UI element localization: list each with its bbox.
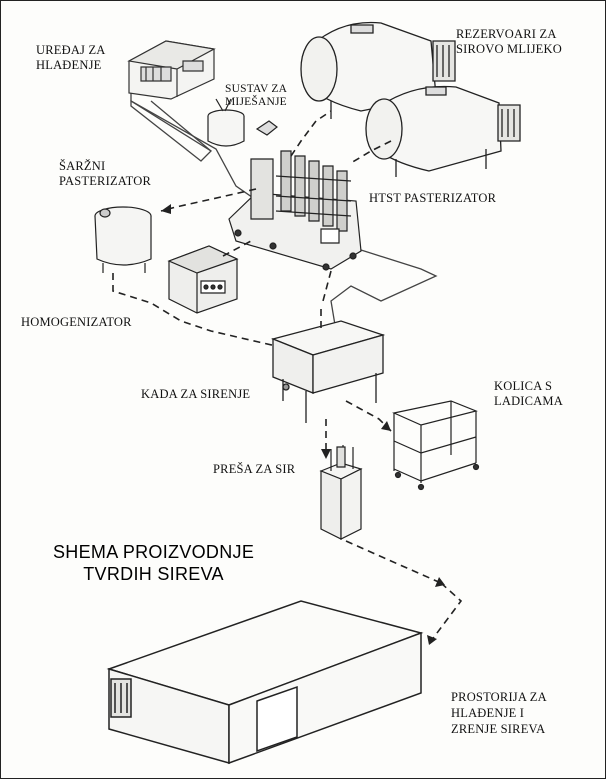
label-line: ZRENJE SIREVA: [451, 721, 547, 737]
title-line: SHEMA PROIZVODNJE: [53, 541, 254, 563]
title-line: TVRDIH SIREVA: [53, 563, 254, 585]
label-line: REZERVOARI ZA: [456, 27, 562, 42]
ripening-room: [109, 601, 421, 763]
batch-pasteurizer: [95, 207, 151, 273]
label-mixing-system: SUSTAV ZA MIJEŠANJE: [225, 83, 287, 109]
label-line: UREĐAJ ZA: [36, 43, 106, 58]
label-cooling-device: UREĐAJ ZA HLAĐENJE: [36, 43, 106, 73]
label-line: SUSTAV ZA: [225, 83, 287, 96]
label-htst-pasteurizer: HTST PASTERIZATOR: [369, 191, 496, 206]
raw-milk-tank-2: [366, 86, 520, 177]
label-line: HTST PASTERIZATOR: [369, 191, 496, 206]
label-cheese-vat: KADA ZA SIRENJE: [141, 387, 250, 402]
label-line: KOLICA S: [494, 379, 563, 394]
label-line: MIJEŠANJE: [225, 96, 287, 109]
label-line: PROSTORIJA ZA: [451, 689, 547, 705]
diagram-title: SHEMA PROIZVODNJE TVRDIH SIREVA: [53, 541, 254, 585]
label-line: HOMOGENIZATOR: [21, 315, 132, 330]
label-batch-pasteurizer: ŠARŽNI PASTERIZATOR: [59, 159, 151, 189]
label-line: HLAĐENJE I: [451, 705, 547, 721]
label-homogenizer: HOMOGENIZATOR: [21, 315, 132, 330]
label-line: SIROVO MLIJEKO: [456, 42, 562, 57]
label-raw-milk-tanks: REZERVOARI ZA SIROVO MLIJEKO: [456, 27, 562, 57]
label-line: KADA ZA SIRENJE: [141, 387, 250, 402]
label-drawer-cart: KOLICA S LADICAMA: [494, 379, 563, 409]
label-line: PASTERIZATOR: [59, 174, 151, 189]
drawer-cart: [394, 401, 479, 490]
label-line: ŠARŽNI: [59, 159, 151, 174]
cooling-unit: [129, 41, 214, 99]
label-cheese-press: PREŠA ZA SIR: [213, 462, 295, 477]
label-line: LADICAMA: [494, 394, 563, 409]
label-line: PREŠA ZA SIR: [213, 462, 295, 477]
label-ripening-room: PROSTORIJA ZA HLAĐENJE I ZRENJE SIREVA: [451, 689, 547, 737]
cheese-press: [321, 445, 361, 539]
label-line: HLAĐENJE: [36, 58, 106, 73]
homogenizer: [169, 246, 237, 313]
cheese-vat: [273, 321, 383, 423]
htst-pasteurizer: [229, 151, 361, 270]
